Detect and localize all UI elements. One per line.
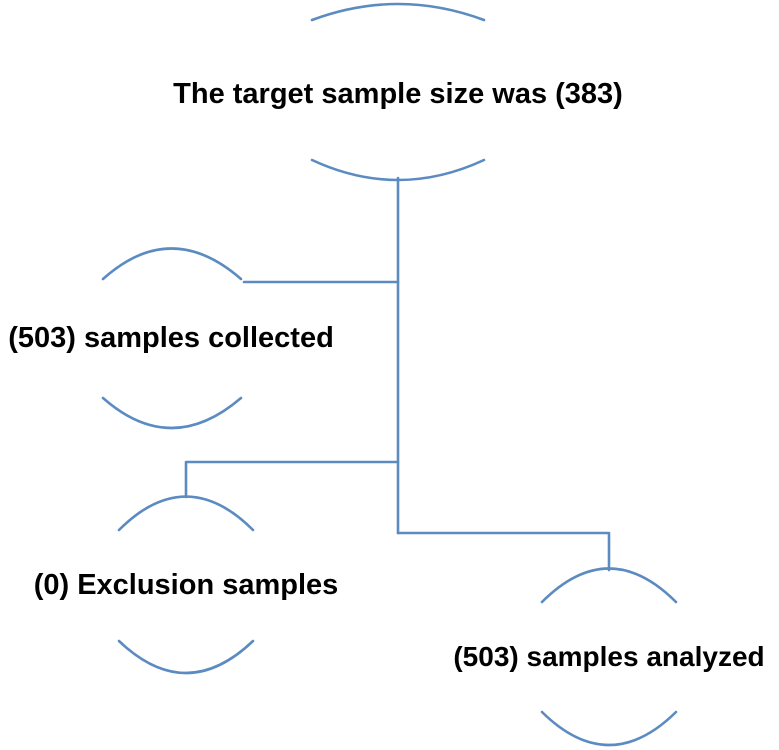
connector-to-excluded	[184, 460, 400, 499]
node-target-label: The target sample size was (383)	[173, 78, 623, 110]
node-excluded-bottom-arc	[117, 639, 255, 675]
node-excluded-top-arc	[117, 495, 255, 532]
node-analyzed-top-arc	[540, 567, 678, 604]
node-target: The target sample size was (383)	[173, 2, 623, 182]
node-target-bottom-arc	[310, 158, 486, 182]
node-analyzed: (503) samples analyzed	[453, 567, 765, 747]
node-collected: (503) samples collected	[8, 247, 334, 430]
connector-to-analyzed	[396, 531, 611, 572]
node-excluded-label: (0) Exclusion samples	[34, 569, 339, 601]
node-target-top-arc	[310, 2, 486, 22]
node-collected-bottom-arc	[101, 396, 243, 430]
node-collected-top-arc	[101, 247, 243, 281]
node-excluded: (0) Exclusion samples	[34, 495, 339, 675]
node-analyzed-label: (503) samples analyzed	[453, 641, 764, 672]
connectors	[184, 176, 611, 572]
node-collected-label: (503) samples collected	[8, 322, 334, 354]
node-analyzed-bottom-arc	[540, 710, 678, 747]
